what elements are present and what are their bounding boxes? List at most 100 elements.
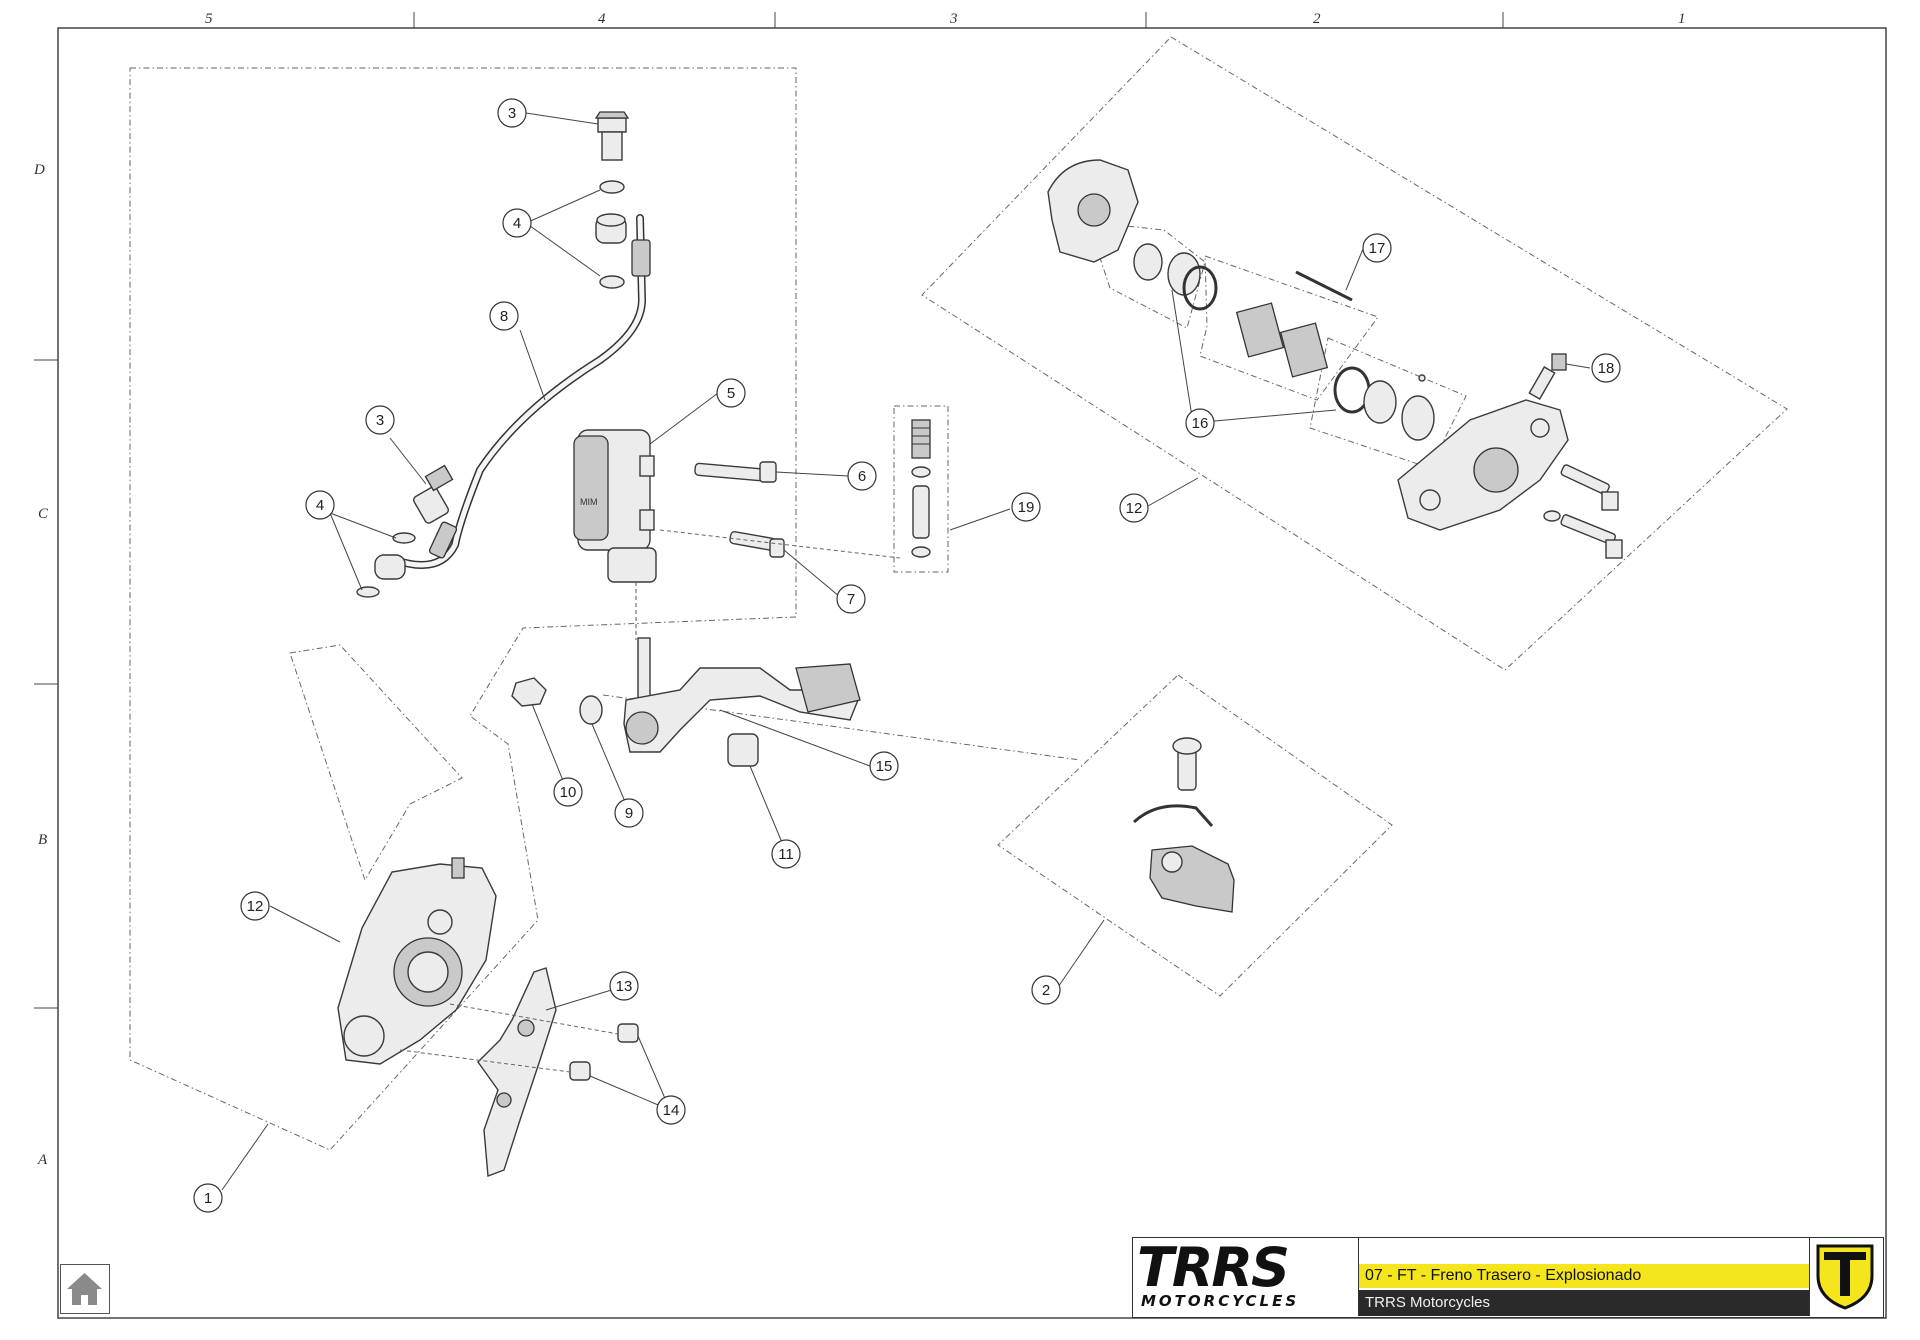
callout-10: 10	[553, 777, 583, 807]
footrest-assembly	[1132, 737, 1235, 913]
callout-5: 5	[716, 378, 746, 408]
svg-text:3: 3	[508, 105, 516, 122]
svg-text:MIM: MIM	[580, 497, 598, 507]
shield-t-icon	[1816, 1244, 1874, 1310]
bracket-link-line-2	[399, 1049, 571, 1073]
assembly-boundary-12	[921, 36, 1788, 671]
banjo-fitting-top	[595, 213, 627, 244]
bracket-bolt-1	[617, 1023, 639, 1043]
bolt-washer	[1543, 510, 1561, 522]
rear-caliper-assembly	[337, 857, 497, 1065]
brake-pad-2	[1279, 322, 1329, 378]
brake-pedal	[623, 637, 861, 753]
svg-text:11: 11	[778, 846, 794, 863]
callout-3-top: 3	[497, 98, 527, 128]
pedal-nut	[511, 677, 547, 707]
washer-lower-2	[356, 586, 380, 598]
row-label-b: B	[38, 832, 47, 848]
brand-emblem	[1809, 1238, 1882, 1316]
svg-text:12: 12	[247, 898, 264, 915]
callout-1: 1	[193, 1183, 223, 1213]
bracket-link-line-1	[449, 1003, 619, 1035]
pedal-link-line	[602, 694, 1081, 761]
bleed-screw	[1528, 353, 1567, 400]
home-button[interactable]	[60, 1264, 110, 1314]
row-label-c: C	[38, 506, 49, 522]
svg-text:4: 4	[513, 215, 521, 232]
caliper-bolt-1	[1560, 464, 1619, 511]
row-label-d: D	[33, 162, 45, 178]
banjo-bolt-top	[594, 111, 630, 161]
washer-top-2	[599, 275, 625, 289]
column-label-4: 4	[598, 11, 606, 27]
callout-17: 17	[1362, 233, 1392, 263]
caliper-bolt-2	[1560, 514, 1623, 559]
svg-text:9: 9	[625, 805, 633, 822]
column-label-3: 3	[949, 11, 958, 27]
caliper-half-inner	[1397, 399, 1569, 531]
callout-12-lower: 12	[240, 891, 270, 921]
callout-9: 9	[614, 798, 644, 828]
callout-4-lower: 4	[305, 490, 335, 520]
column-label-5: 5	[205, 11, 213, 27]
row-ticks	[34, 359, 58, 1009]
pad-pin	[1295, 270, 1353, 302]
banjo-bolt-lower	[413, 464, 454, 524]
svg-text:10: 10	[560, 784, 577, 801]
svg-text:1: 1	[204, 1190, 212, 1207]
washer-lower-1	[392, 532, 416, 544]
caliper-half-outer	[1047, 159, 1139, 263]
piston-kit-boundary	[893, 405, 949, 573]
callout-14: 14	[656, 1095, 686, 1125]
sheet-frame	[57, 27, 1887, 1319]
svg-text:19: 19	[1018, 499, 1035, 516]
callout-18: 18	[1591, 353, 1621, 383]
pedal-washer	[579, 695, 603, 725]
svg-text:16: 16	[1192, 415, 1209, 432]
brand-logo-sub: MOTORCYCLES	[1141, 1292, 1300, 1310]
master-cylinder: MIM	[573, 429, 657, 640]
bolt-7	[729, 531, 785, 558]
piston-seal-5	[1363, 380, 1397, 424]
callout-19: 19	[1011, 492, 1041, 522]
brand-logo-main: TRRS	[1137, 1236, 1290, 1299]
piston-kit-link-line	[659, 529, 901, 559]
svg-text:7: 7	[847, 591, 855, 608]
piston-group-boundary-top	[1087, 221, 1206, 329]
callout-11: 11	[771, 839, 801, 869]
column-label-2: 2	[1313, 11, 1321, 27]
piston-seal-3	[1182, 265, 1218, 311]
piston-seal-1	[1133, 243, 1163, 281]
row-label-a: A	[37, 1152, 48, 1168]
callout-6: 6	[847, 461, 877, 491]
svg-text:12: 12	[1126, 500, 1143, 517]
column-label-1: 1	[1678, 11, 1686, 27]
bracket-bolt-2	[569, 1061, 591, 1081]
caliper-bracket	[477, 967, 557, 1177]
washer-top-1	[599, 180, 625, 194]
callout-7: 7	[836, 584, 866, 614]
brake-pad-1	[1235, 302, 1285, 358]
home-icon	[67, 1273, 102, 1305]
assembly-boundary-1	[129, 67, 797, 1151]
callout-12-upper: 12	[1119, 493, 1149, 523]
callout-16: 16	[1185, 408, 1215, 438]
svg-text:2: 2	[1042, 982, 1050, 999]
banjo-fitting-lower	[374, 554, 406, 580]
svg-text:3: 3	[376, 412, 384, 429]
bolt-6	[694, 461, 777, 483]
leader-lines	[221, 112, 1591, 1191]
callout-3-lower: 3	[365, 405, 395, 435]
callout-8: 8	[489, 301, 519, 331]
svg-text:18: 18	[1598, 360, 1615, 377]
column-ticks	[413, 12, 1504, 28]
svg-text:8: 8	[500, 308, 508, 325]
callout-13: 13	[609, 971, 639, 1001]
company-name: TRRS Motorcycles	[1359, 1290, 1809, 1316]
svg-text:6: 6	[858, 468, 866, 485]
svg-text:4: 4	[316, 497, 324, 514]
assembly-boundary-2	[997, 674, 1393, 997]
title-block: TRRS MOTORCYCLES 07 - FT - Freno Trasero…	[1132, 1237, 1884, 1318]
small-ring	[1418, 374, 1426, 382]
callout-15: 15	[869, 751, 899, 781]
